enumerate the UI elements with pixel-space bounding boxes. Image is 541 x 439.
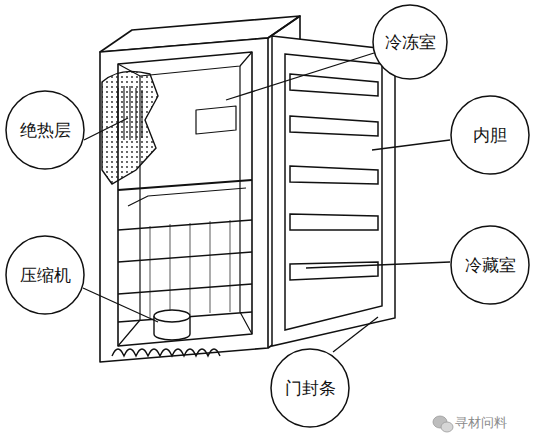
insulation-cutaway bbox=[102, 71, 158, 184]
cabinet-front bbox=[100, 38, 268, 362]
callout-circle: 冷藏室 bbox=[450, 225, 530, 305]
circle-shape bbox=[271, 349, 349, 427]
leader-line bbox=[226, 53, 374, 100]
insulation-stripes bbox=[118, 86, 142, 140]
leader-line bbox=[306, 262, 450, 268]
callout-text: 冷冻室 bbox=[385, 32, 436, 52]
leader-line bbox=[84, 118, 128, 140]
cabinet bbox=[100, 16, 300, 362]
callout-text: 门封条 bbox=[285, 378, 336, 398]
circle-shape bbox=[451, 96, 529, 174]
watermark-icon bbox=[433, 416, 453, 432]
chat-bubble bbox=[441, 422, 453, 432]
door-panel bbox=[272, 36, 395, 346]
callout-circle: 内胆 bbox=[450, 95, 530, 175]
door bbox=[272, 36, 395, 346]
door-shelf bbox=[290, 214, 378, 230]
insulation-layer bbox=[102, 71, 158, 184]
ice-tray bbox=[196, 106, 236, 134]
circle-shape bbox=[6, 236, 84, 314]
door-shelf bbox=[290, 166, 378, 184]
callout-text: 冷藏室 bbox=[465, 255, 516, 275]
callout-circle: 门封条 bbox=[270, 348, 350, 428]
shelf bbox=[118, 220, 252, 322]
compressor-top bbox=[154, 310, 190, 322]
leader-line bbox=[83, 288, 158, 322]
callout-text: 压缩机 bbox=[20, 265, 71, 285]
condenser-coil bbox=[112, 349, 220, 356]
circle-shape bbox=[6, 91, 84, 169]
callout-circle: 压缩机 bbox=[5, 235, 85, 315]
door-shelf bbox=[290, 74, 378, 96]
door-shelf bbox=[290, 116, 378, 136]
callout-text: 内胆 bbox=[473, 125, 507, 145]
circle-shape bbox=[451, 226, 529, 304]
shelf-grid bbox=[150, 220, 230, 318]
leader-line bbox=[333, 317, 378, 352]
callout-text: 绝热层 bbox=[20, 120, 71, 140]
leader-lines bbox=[83, 53, 450, 352]
watermark-text: 寻材问料 bbox=[455, 414, 507, 432]
compressor bbox=[112, 310, 220, 356]
callout-circle: 绝热层 bbox=[5, 90, 85, 170]
callout-circle: 冷冻室 bbox=[372, 4, 448, 80]
freezer-floor bbox=[118, 180, 252, 190]
door-liner bbox=[285, 54, 382, 330]
door-shelf bbox=[290, 262, 378, 280]
leader-line bbox=[372, 140, 450, 150]
circle-shape bbox=[373, 5, 447, 79]
inner-back-right bbox=[240, 66, 252, 334]
freezer-tray bbox=[128, 188, 246, 206]
